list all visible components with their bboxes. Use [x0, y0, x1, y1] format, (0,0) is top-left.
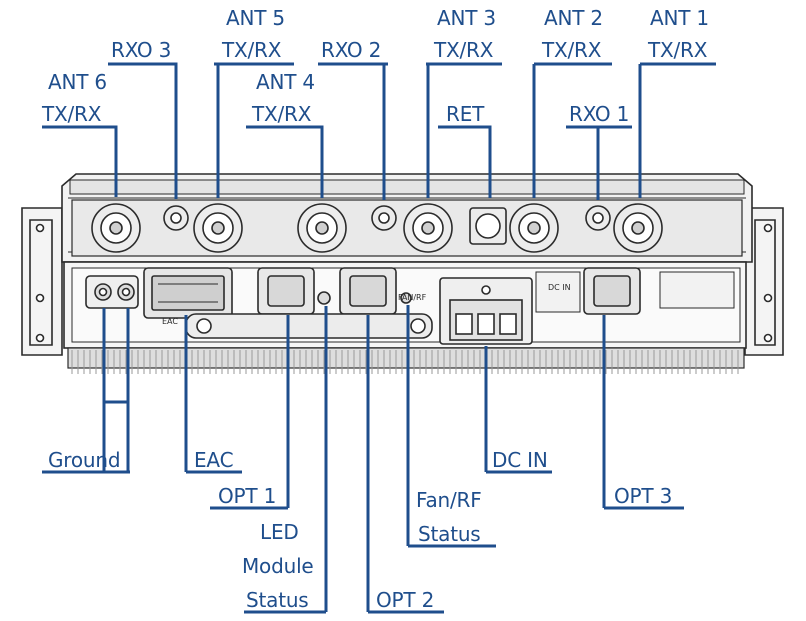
ant5-label: ANT 5 [226, 6, 285, 30]
fan-rf-status-callout [406, 305, 496, 548]
ant3-connector [403, 203, 453, 253]
opt2-port [339, 267, 397, 315]
ant4-callout [246, 125, 324, 198]
dc-in-connector [439, 277, 533, 345]
opt3-port [583, 267, 641, 315]
ant2-txrx-label: TX/RX [542, 38, 602, 62]
fan-rf-status-light [400, 292, 412, 304]
ant2-connector [509, 203, 559, 253]
dc-in-label: DC IN [492, 448, 548, 472]
led-module-status-light [317, 291, 331, 305]
ant2-callout [532, 62, 612, 198]
fan-rf-label: Fan/RF [416, 488, 482, 512]
ant4-label: ANT 4 [256, 70, 315, 94]
rxo1-connector [585, 205, 611, 231]
rxo2-label: RXO 2 [321, 38, 382, 62]
ant5-txrx-label: TX/RX [222, 38, 282, 62]
ant4-txrx-label: TX/RX [252, 102, 312, 126]
ant6-connector [91, 203, 141, 253]
fan-rf-led-text: FAN/RF [398, 293, 427, 302]
opt1-callout [210, 315, 290, 510]
opt1-label: OPT 1 [218, 484, 277, 508]
led-module-status-callout [244, 306, 328, 614]
left-mounting-flange [21, 207, 63, 356]
led-label: LED [260, 520, 299, 544]
eac-port-text: EAC [162, 317, 178, 326]
antenna-connectors [91, 203, 663, 253]
ret-connector [469, 207, 507, 245]
ground-label: Ground [48, 448, 121, 472]
rxo1-callout [566, 125, 632, 200]
ant1-label: ANT 1 [650, 6, 709, 30]
rxo3-connector [163, 205, 189, 231]
callout-lines [42, 62, 716, 614]
ant1-callout [638, 62, 716, 198]
ant5-callout [214, 62, 294, 198]
ant5-connector [193, 203, 243, 253]
rxo2-callout [318, 62, 388, 200]
opt3-label: OPT 3 [614, 484, 673, 508]
ground-posts [85, 275, 139, 309]
rxo3-label: RXO 3 [111, 38, 172, 62]
ant3-txrx-label: TX/RX [434, 38, 494, 62]
opt3-callout [602, 315, 684, 510]
ant6-txrx-label: TX/RX [42, 102, 102, 126]
eac-connector [143, 267, 233, 319]
heatsink-fins [71, 350, 739, 374]
rxo2-connector [371, 205, 397, 231]
ant1-txrx-label: TX/RX [648, 38, 708, 62]
ant2-label: ANT 2 [544, 6, 603, 30]
dc-in-panel-text: DC IN [548, 283, 571, 292]
dc-in-callout [484, 346, 552, 474]
ant6-label: ANT 6 [48, 70, 107, 94]
module-label: Module [242, 554, 314, 578]
eac-callout [184, 315, 242, 474]
fan-rf-status-label: Status [418, 522, 481, 546]
ant6-callout [42, 125, 118, 197]
eac-label: EAC [194, 448, 234, 472]
module-status-label: Status [246, 588, 309, 612]
ground-callout [42, 308, 130, 474]
rxo1-label: RXO 1 [569, 102, 630, 126]
ant3-label: ANT 3 [437, 6, 496, 30]
ret-callout [438, 125, 492, 198]
ant1-connector [613, 203, 663, 253]
opt2-label: OPT 2 [376, 588, 435, 612]
opt1-port [257, 267, 315, 315]
ant4-connector [297, 203, 347, 253]
heatsink [67, 347, 745, 369]
ret-label: RET [446, 102, 485, 126]
opt2-callout [366, 315, 444, 614]
rxo3-callout [108, 62, 178, 199]
ant3-callout [426, 62, 502, 198]
